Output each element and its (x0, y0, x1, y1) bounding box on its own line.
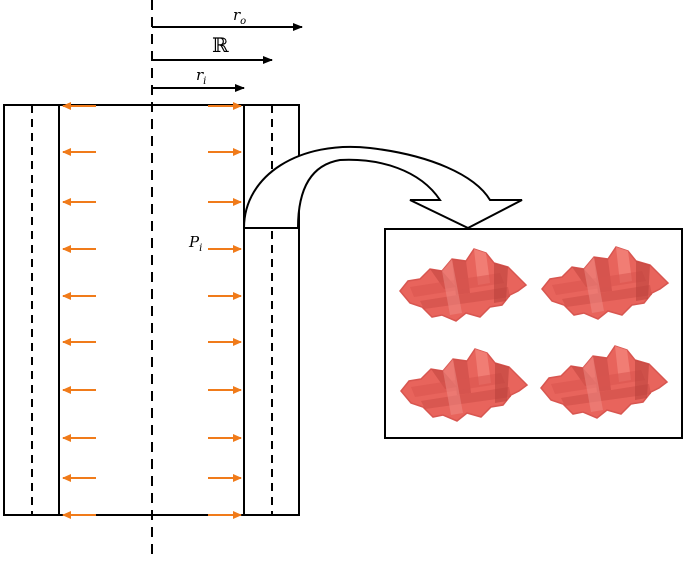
internal-pressure-label: Pi (188, 233, 202, 254)
inner-radius-label: ri (196, 66, 206, 87)
magnify-arrow (242, 145, 523, 230)
pressure-arrows (62, 102, 242, 519)
mean-radius-label: ℝ (212, 33, 229, 57)
outer-radius-label: ro (233, 6, 246, 27)
